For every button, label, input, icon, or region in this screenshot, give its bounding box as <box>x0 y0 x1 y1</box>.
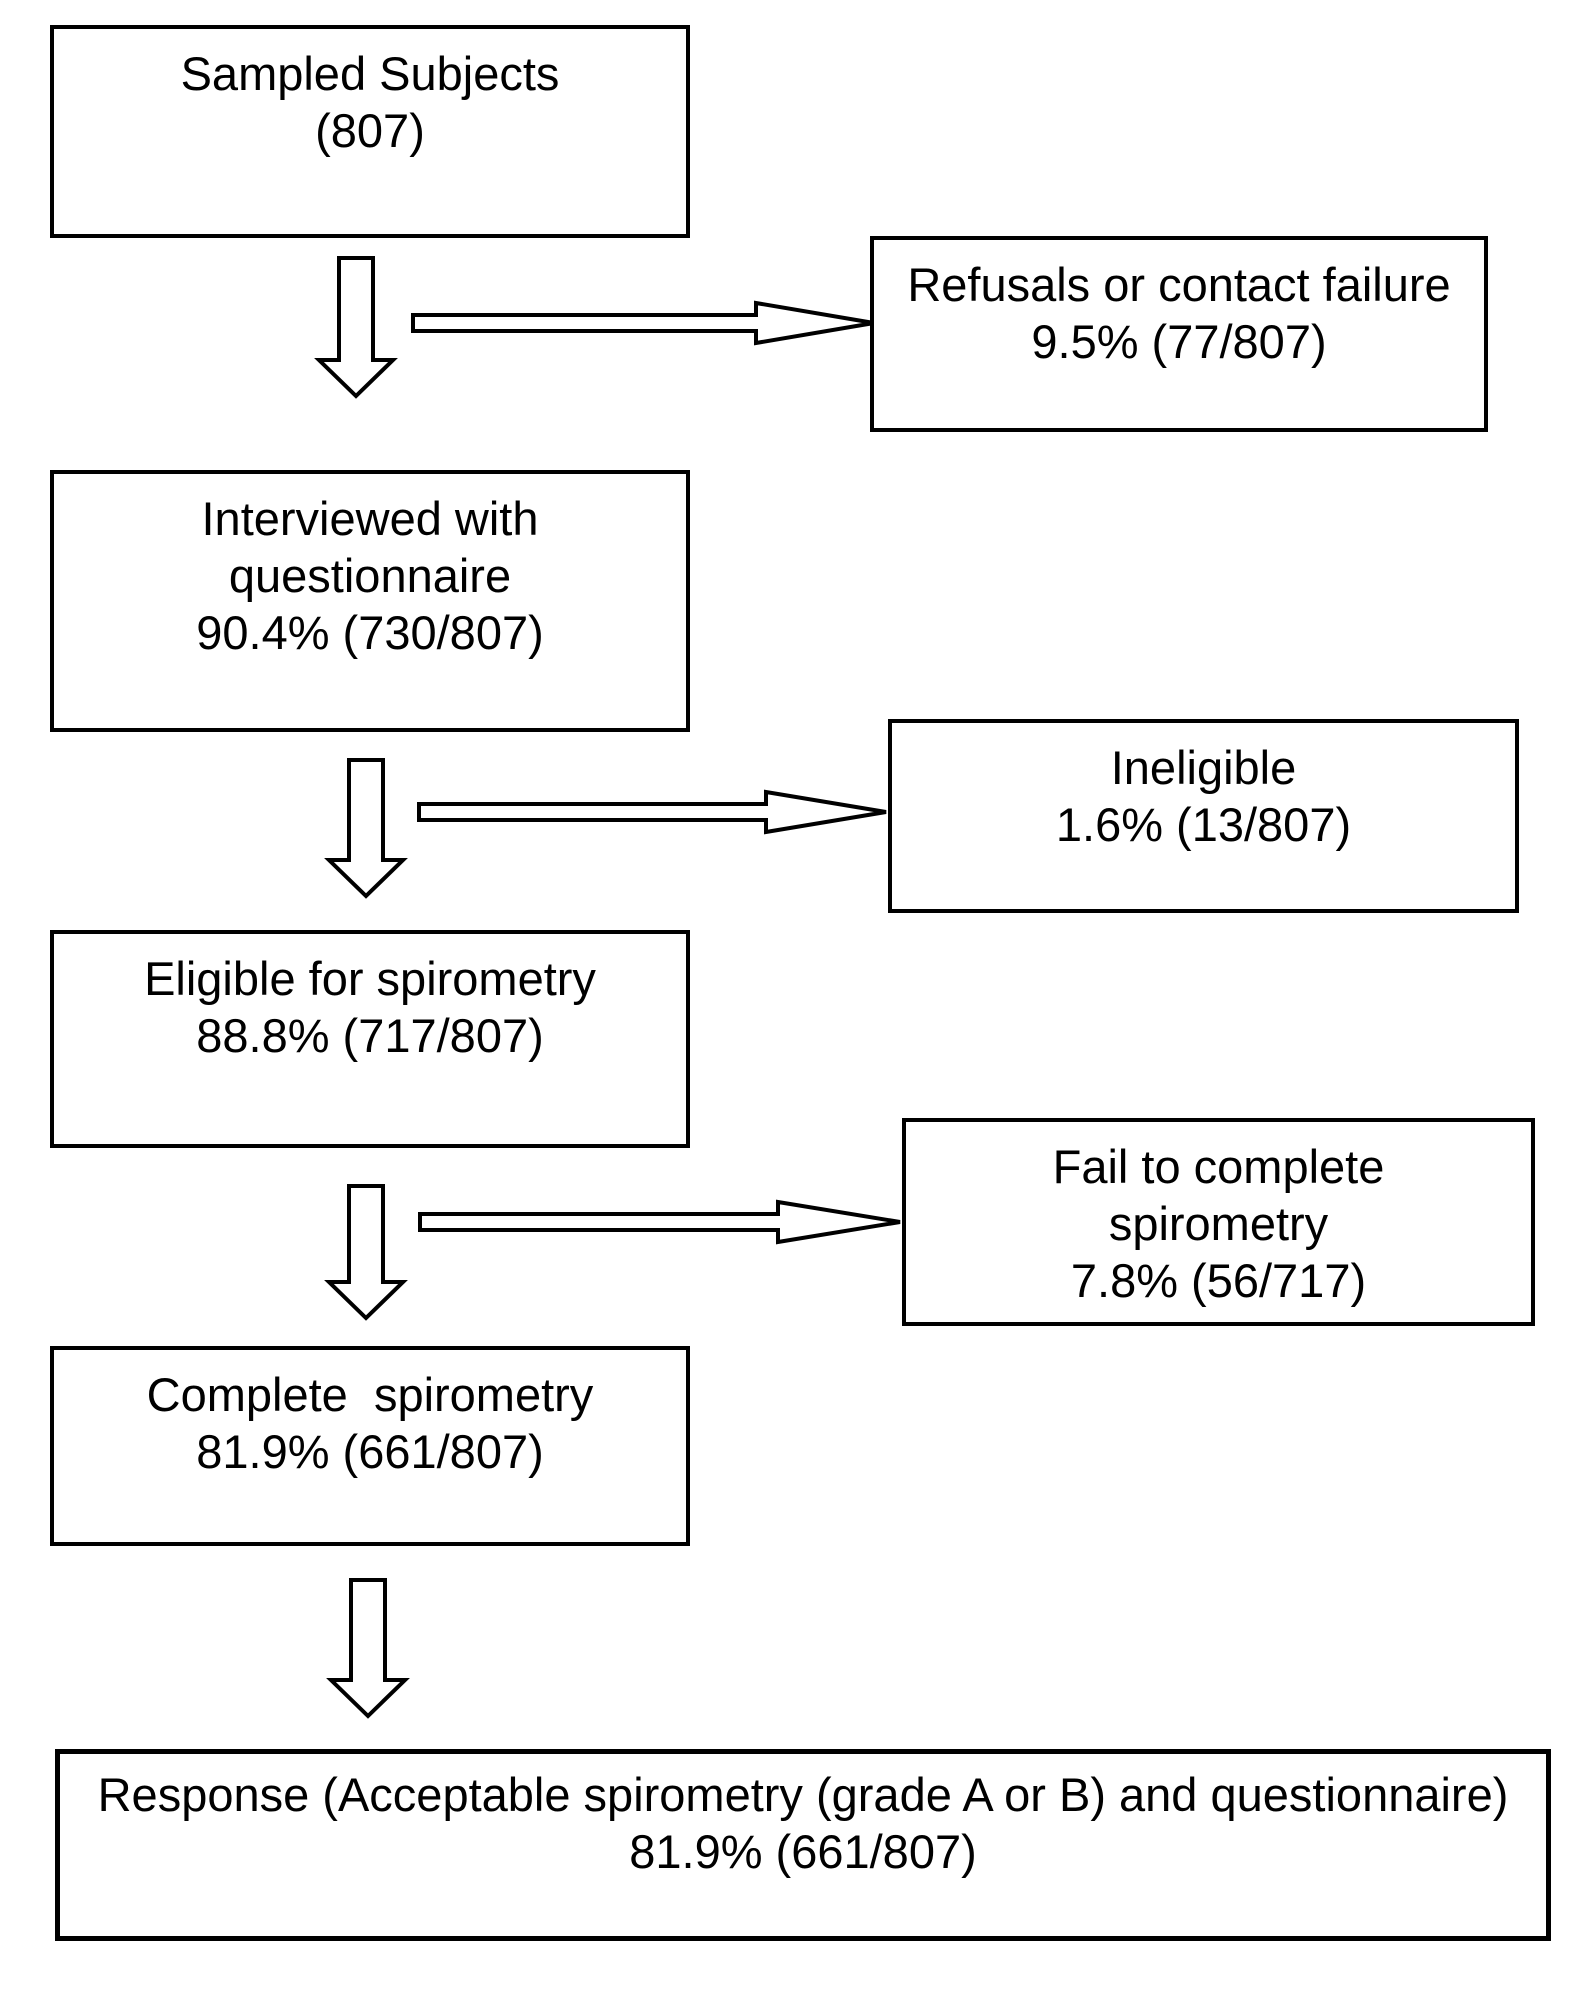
box-line: Interviewed with <box>201 492 539 545</box>
interviewed-box: Interviewed with questionnaire 90.4% (73… <box>50 470 690 732</box>
down-arrow-2 <box>324 758 408 899</box>
box-line: Fail to complete <box>1052 1140 1385 1193</box>
box-line: Sampled Subjects <box>180 47 560 100</box>
box-line: spirometry <box>1108 1197 1329 1250</box>
box-line: Refusals or contact failure <box>907 258 1451 311</box>
box-line: Response (Acceptable spirometry (grade A… <box>97 1768 1509 1821</box>
ineligible-box: Ineligible 1.6% (13/807) <box>888 719 1519 913</box>
box-line: Ineligible <box>1110 741 1297 794</box>
box-line: 81.9% (661/807) <box>196 1425 544 1478</box>
box-line: Eligible for spirometry <box>144 952 596 1005</box>
right-arrow-ineligible <box>417 789 887 835</box>
box-line: 9.5% (77/807) <box>1031 315 1327 368</box>
eligible-box: Eligible for spirometry 88.8% (717/807) <box>50 930 690 1148</box>
sampled-subjects-box: Sampled Subjects (807) <box>50 25 690 238</box>
box-line: questionnaire <box>228 549 512 602</box>
box-line: 88.8% (717/807) <box>196 1009 544 1062</box>
box-line: 81.9% (661/807) <box>629 1825 977 1878</box>
complete-spirometry-box: Complete spirometry 81.9% (661/807) <box>50 1346 690 1546</box>
down-arrow-1 <box>314 256 398 399</box>
right-arrow-fail <box>418 1199 901 1245</box>
fail-spirometry-box: Fail to complete spirometry 7.8% (56/717… <box>902 1118 1535 1326</box>
right-arrow-refusals <box>411 300 875 346</box>
down-arrow-3 <box>324 1184 408 1321</box>
box-line: Complete spirometry <box>146 1368 594 1421</box>
box-line: 90.4% (730/807) <box>196 606 544 659</box>
refusals-box: Refusals or contact failure 9.5% (77/807… <box>870 236 1488 432</box>
response-box: Response (Acceptable spirometry (grade A… <box>55 1749 1551 1941</box>
box-line: 7.8% (56/717) <box>1070 1254 1367 1307</box>
box-line: 1.6% (13/807) <box>1055 798 1352 851</box>
down-arrow-4 <box>326 1578 410 1719</box>
box-line: (807) <box>315 104 425 157</box>
